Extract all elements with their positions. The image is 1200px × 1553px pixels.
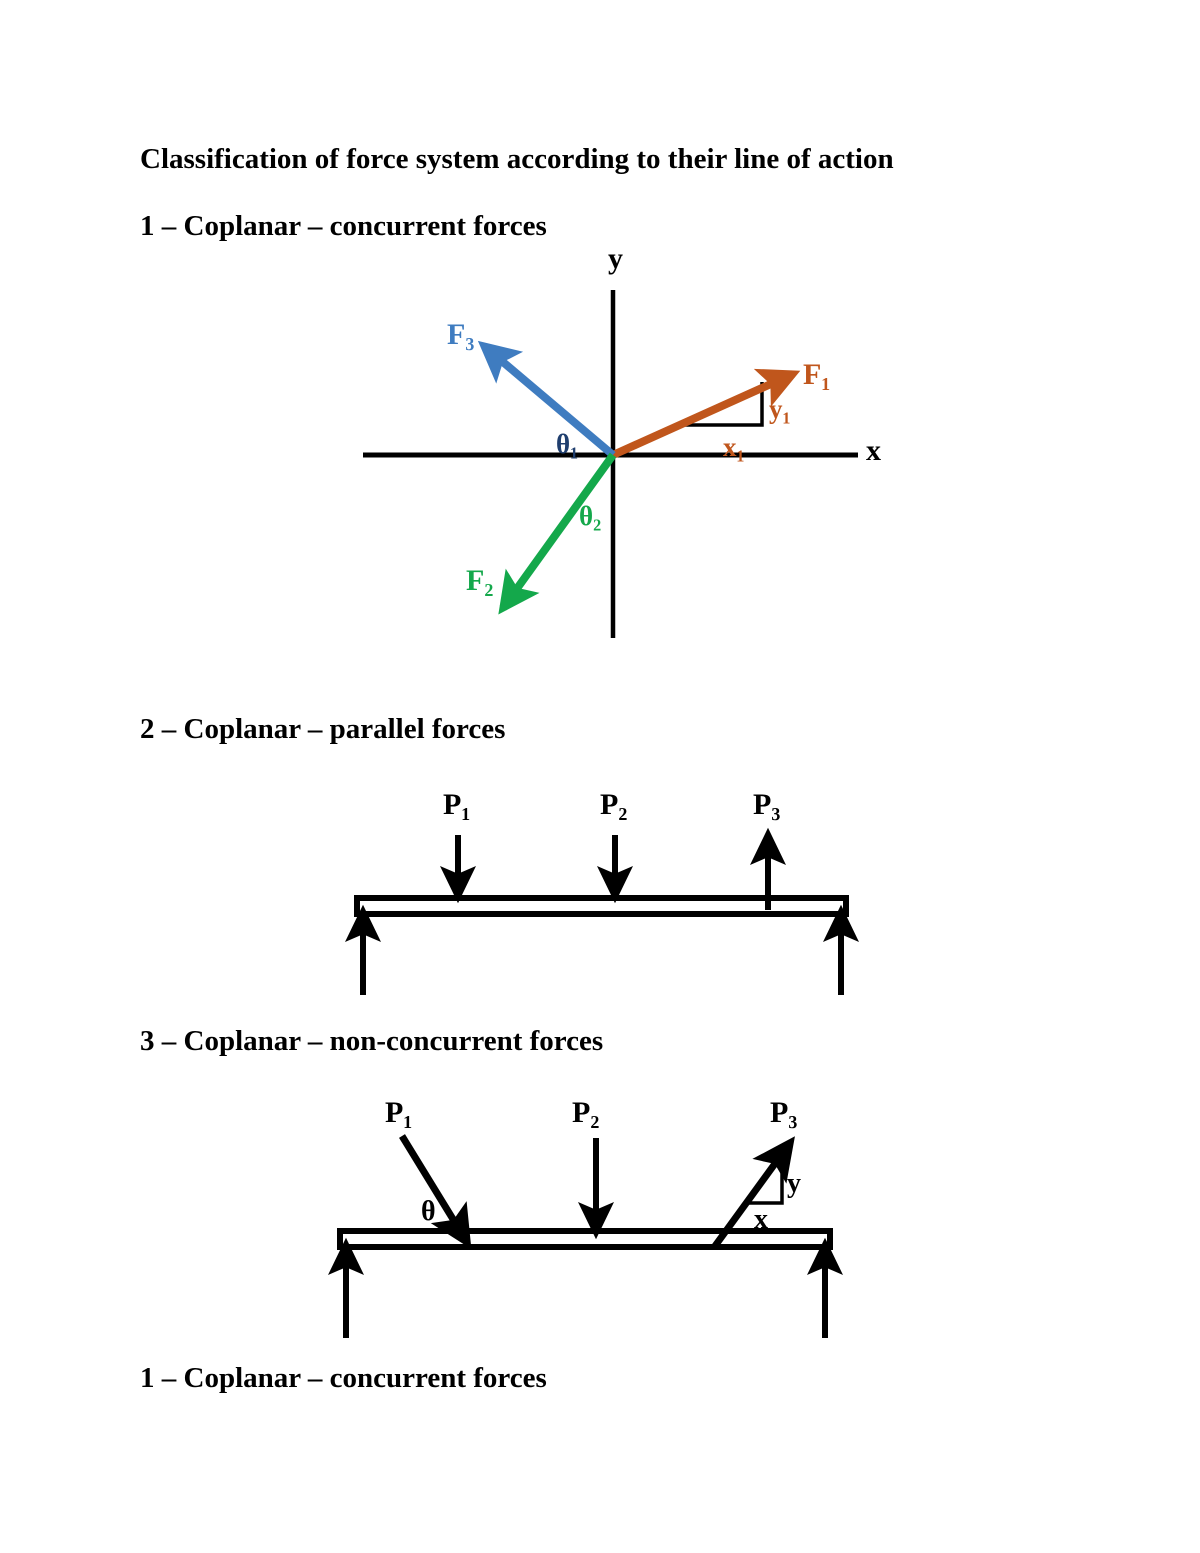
section-title-1: 1 – Coplanar – concurrent forces — [140, 210, 547, 242]
vector-label-f1: F₁ — [803, 358, 831, 391]
coplanar-parallel-svg — [345, 827, 859, 995]
figure-coplanar-parallel: P₁ P₂ P₃ — [0, 780, 1200, 1020]
component-label-y: y — [787, 1168, 801, 1199]
figure-coplanar-concurrent: y x F₁ F₂ F₃ θ₁ θ₂ x₁ y₁ — [0, 244, 1200, 658]
vector-f2 — [498, 452, 617, 615]
vector-label-f3: F₃ — [447, 318, 475, 351]
vector-f1 — [611, 368, 801, 459]
angle-label-theta1: θ₁ — [556, 429, 579, 459]
angle-label-theta2: θ₂ — [579, 501, 602, 531]
component-label-x: x — [754, 1204, 768, 1235]
load-label-p2: P₂ — [572, 1096, 600, 1129]
load-label-p3: P₃ — [770, 1096, 798, 1129]
load-label-p1: P₁ — [385, 1096, 413, 1129]
component-label-y1: y₁ — [769, 394, 791, 424]
coplanar-concurrent-svg — [363, 290, 858, 638]
component-label-x1: x₁ — [723, 432, 745, 462]
load-arrow-p1 — [399, 1134, 472, 1250]
section-title-4: 1 – Coplanar – concurrent forces — [140, 1362, 547, 1394]
load-label-p1: P₁ — [443, 788, 471, 821]
p3-component-triangle — [746, 1161, 784, 1205]
section-title-3: 3 – Coplanar – non-concurrent forces — [140, 1025, 604, 1057]
vector-label-f2: F₂ — [466, 564, 494, 597]
axis-label-y: y — [608, 242, 623, 275]
angle-label-theta: θ — [421, 1196, 436, 1227]
beam-member — [354, 895, 849, 917]
load-label-p3: P₃ — [753, 788, 781, 821]
page-title: Classification of force system according… — [140, 143, 894, 175]
axis-label-x: x — [866, 434, 881, 467]
vector-f3 — [477, 340, 616, 459]
load-arrow-p3 — [712, 1136, 795, 1249]
coplanar-non-concurrent-svg — [328, 1134, 843, 1338]
load-label-p2: P₂ — [600, 788, 628, 821]
figure-coplanar-non-concurrent: P₁ P₂ P₃ θ x y — [0, 1098, 1200, 1358]
section-title-2: 2 – Coplanar – parallel forces — [140, 713, 506, 745]
